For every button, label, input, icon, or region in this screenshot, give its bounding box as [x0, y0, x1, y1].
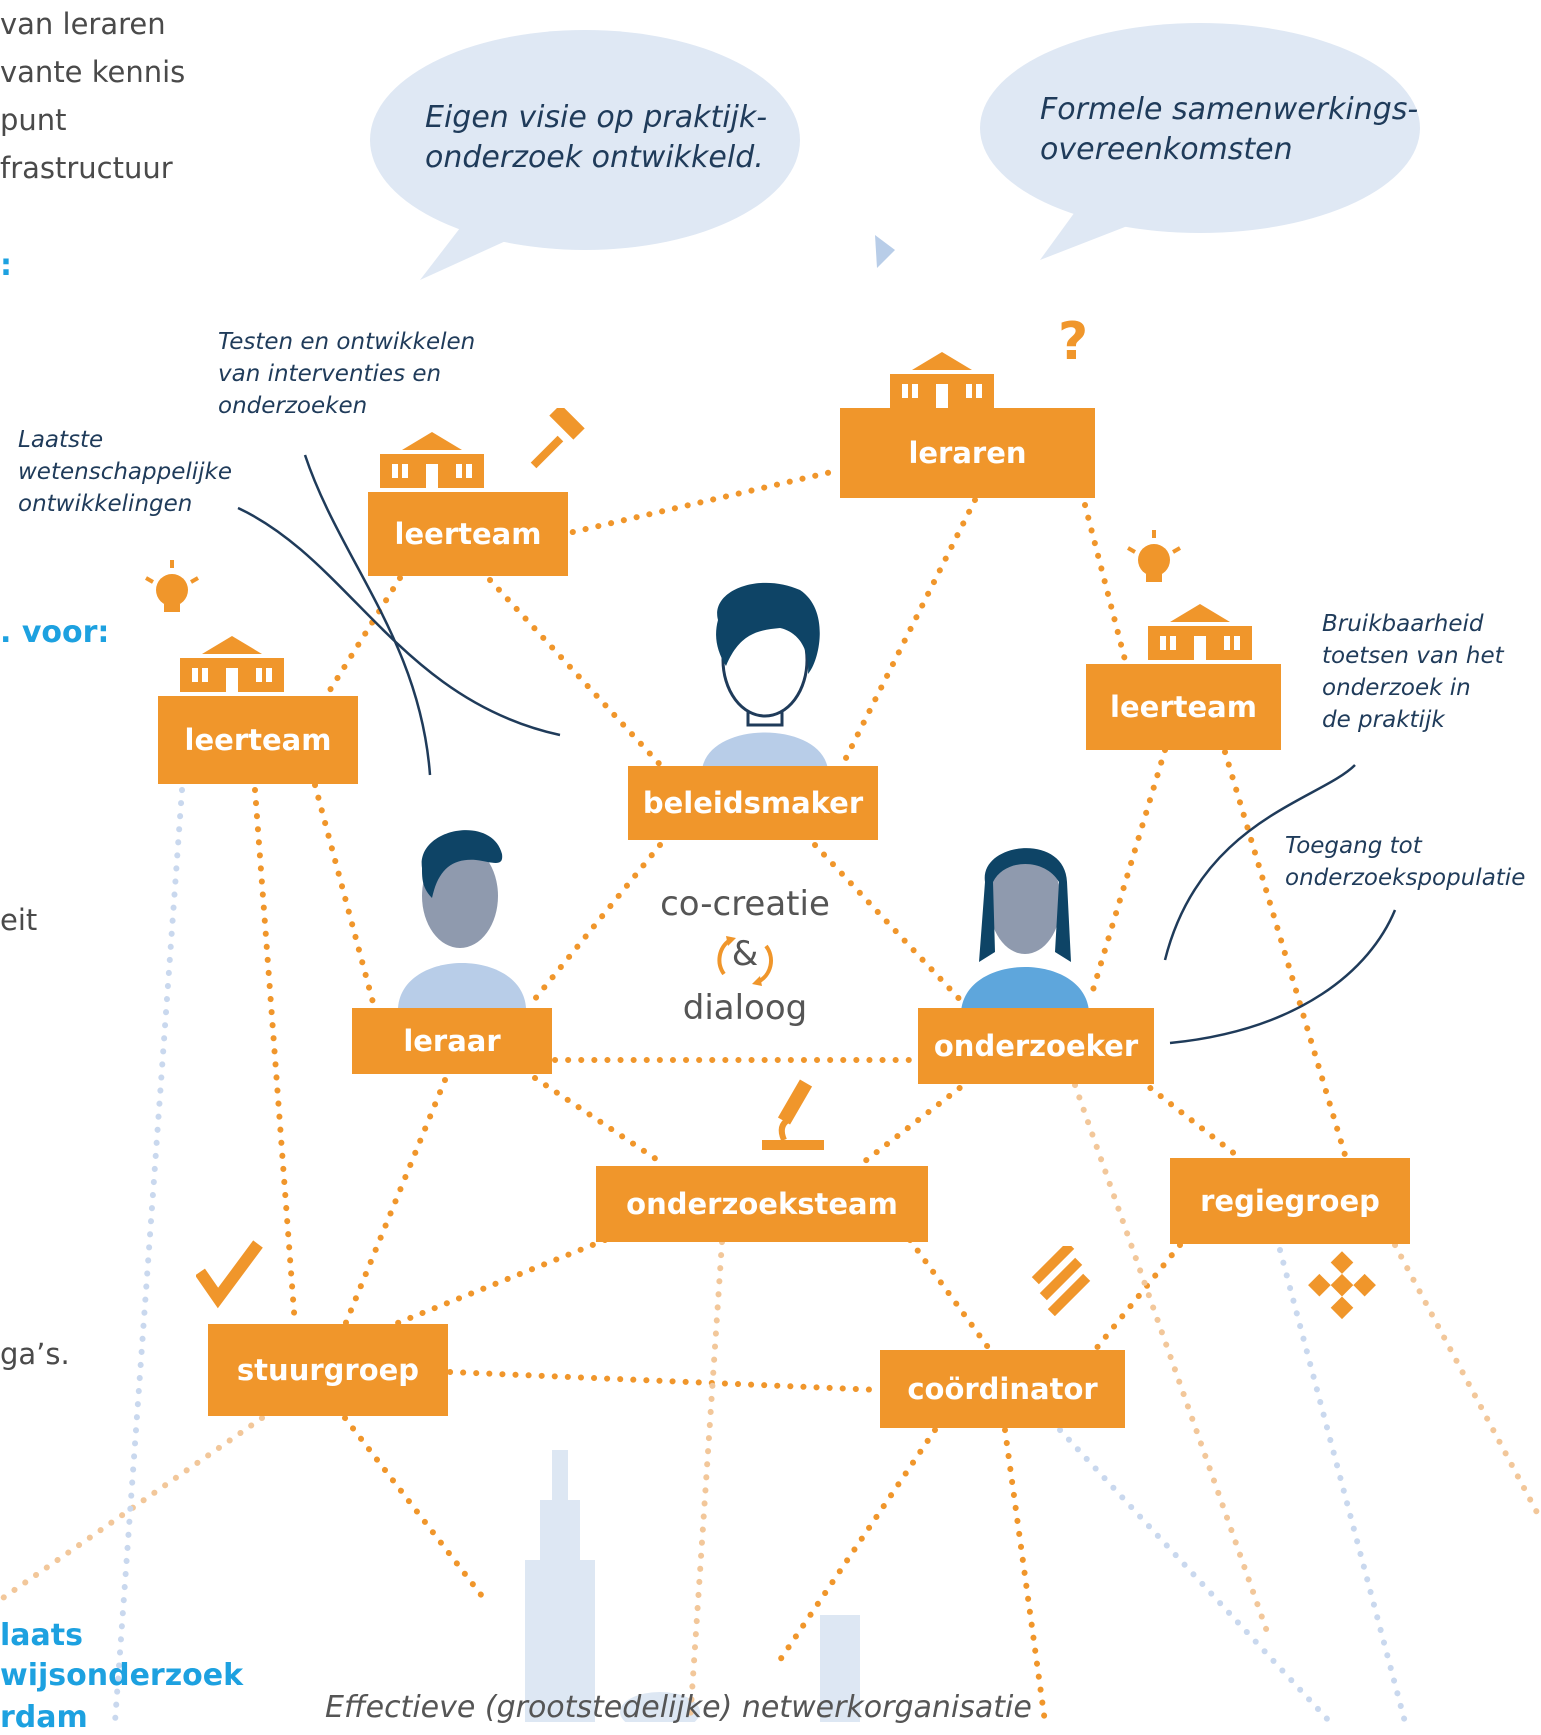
bubble-right-text: Formele samenwerkings- overeenkomsten	[1040, 92, 1419, 167]
connection-line	[377, 1237, 608, 1333]
bubble-left-text: Eigen visie op praktijk- onderzoek ontwi…	[425, 100, 768, 175]
cycle-arrows-icon	[710, 928, 780, 996]
center-dialoog: dialoog	[682, 988, 808, 1028]
bubble-right	[980, 23, 1420, 260]
connection-line	[557, 467, 843, 538]
note-lines	[237, 454, 1397, 1045]
bottom-line-3: rdam	[0, 1700, 88, 1735]
connection-line	[687, 1239, 725, 1722]
connection-line	[342, 1415, 488, 1603]
node-stuurgroep: stuurgroep	[208, 1324, 448, 1416]
school-icon	[172, 636, 292, 692]
footer-caption: Effectieve (grootstedelijke) netwerkorga…	[325, 1690, 1032, 1725]
connection-line	[1082, 502, 1128, 663]
connection-line	[857, 1077, 973, 1168]
connections	[0, 467, 1541, 1722]
left-text-line-2: vante kennis	[0, 55, 186, 89]
left-gas-fragment: ga’s.	[0, 1337, 70, 1371]
connection-line	[812, 842, 968, 1008]
connection-line	[342, 1077, 448, 1328]
left-voor-fragment: . voor:	[0, 615, 110, 650]
connection-line	[112, 787, 185, 1722]
person-onderzoeker	[955, 822, 1095, 1016]
left-text-line-3: punt	[0, 103, 67, 137]
node-onderzoeksteam: onderzoeksteam	[596, 1166, 928, 1242]
hammer-icon	[520, 404, 590, 482]
left-eit-fragment: eit	[0, 903, 38, 937]
connection-line	[327, 575, 403, 693]
small-arrow-mark	[875, 235, 895, 268]
school-icon	[882, 352, 1002, 408]
left-text-line-4: frastructuur	[0, 151, 173, 185]
bottom-line-1: laats	[0, 1618, 83, 1653]
connection-line	[532, 1075, 668, 1168]
stack-icon	[1024, 1241, 1094, 1320]
person-beleidsmaker	[680, 580, 850, 774]
lightbulb-icon	[1122, 526, 1186, 594]
bubble-left	[370, 30, 800, 280]
left-text-line-1: van leraren	[0, 7, 166, 41]
connection-line	[1057, 1427, 1333, 1722]
node-leraar: leraar	[352, 1008, 552, 1074]
connection-line	[1222, 749, 1348, 1158]
connection-line	[1137, 1077, 1243, 1161]
connection-line	[1087, 747, 1168, 1003]
note-toegang: Toegang tot onderzoekspopulatie	[1285, 833, 1526, 891]
center-cocreatie: co-creatie	[660, 884, 830, 924]
checkmark-icon	[195, 1240, 266, 1314]
connection-line	[1002, 1427, 1048, 1722]
note-testen: Testen en ontwikkelen van interventies e…	[218, 329, 476, 419]
lightbulb-icon	[140, 556, 204, 624]
bottom-line-2: wijsonderzoek	[0, 1658, 244, 1693]
node-leerteam-left: leerteam	[158, 696, 358, 784]
note-bruikbaarheid: Bruikbaarheid toetsen van het onderzoek …	[1322, 611, 1504, 733]
node-leerteam-right: leerteam	[1086, 664, 1281, 750]
question-icon: ?	[1058, 312, 1089, 372]
connection-line	[312, 782, 378, 1013]
note-laatste: Laatste wetenschappelijke ontwikkelingen	[18, 427, 232, 517]
microscope-icon	[758, 1076, 828, 1160]
person-leraar	[392, 818, 532, 1012]
checker-icon	[1302, 1248, 1382, 1332]
skyline-silhouette	[525, 1450, 860, 1722]
connection-line	[447, 1369, 883, 1393]
center-ampersand: &	[731, 934, 759, 974]
school-icon	[1140, 604, 1260, 660]
connection-line	[252, 787, 298, 1328]
left-colon-fragment: :	[0, 248, 12, 283]
node-leerteam-top: leerteam	[368, 492, 568, 576]
connection-line	[907, 1237, 993, 1353]
node-leraren: leraren	[840, 408, 1095, 498]
connection-line	[842, 497, 978, 763]
connection-line	[1392, 1242, 1541, 1523]
node-onderzoeker: onderzoeker	[918, 1008, 1154, 1084]
connection-line	[487, 577, 668, 773]
connection-line	[1277, 1247, 1408, 1722]
node-beleidsmaker: beleidsmaker	[628, 766, 878, 840]
node-regiegroep: regiegroep	[1170, 1158, 1410, 1244]
connection-line	[527, 842, 663, 1008]
node-coordinator: coördinator	[880, 1350, 1125, 1428]
school-icon	[372, 432, 492, 488]
connection-line	[1092, 1242, 1183, 1353]
